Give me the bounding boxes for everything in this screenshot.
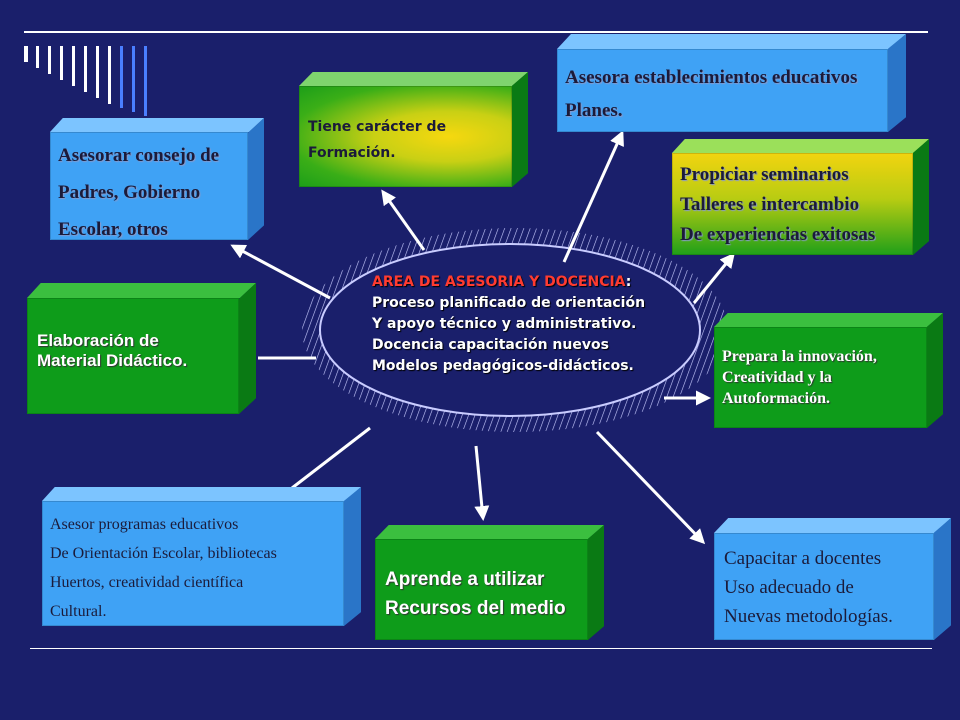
establecimientos-text: Asesora establecimientos educativos Plan… — [565, 61, 857, 127]
material-text: Elaboración de Material Didáctico. — [37, 331, 187, 371]
consejo-line: Padres, Gobierno — [58, 182, 201, 203]
docentes-text: Capacitar a docentes Uso adecuado de Nue… — [724, 544, 893, 631]
programas-line: Huertos, creatividad científica — [50, 574, 244, 591]
recursos-line: Recursos del medio — [385, 598, 566, 619]
top-rule — [24, 31, 928, 33]
consejo-line: Asesorar consejo de — [58, 145, 220, 166]
bottom-rule — [30, 648, 932, 649]
innovacion-line: Prepara la innovación, — [722, 348, 877, 365]
line-to-programas — [291, 426, 371, 490]
establecimientos-line: Asesora establecimientos educativos — [565, 67, 858, 88]
arrow-to-recursos — [474, 445, 490, 521]
docentes-line: Capacitar a docentes — [724, 548, 882, 569]
seminarios-line: De experiencias exitosas — [680, 224, 876, 245]
box-asesora-establecimientos — [557, 34, 906, 132]
center-line: Y apoyo técnico y administrativo. — [372, 316, 637, 332]
caracter-line: Tiene carácter de — [308, 119, 447, 135]
arrow-to-caracter — [381, 189, 426, 251]
recursos-text: Aprende a utilizar Recursos del medio — [385, 565, 566, 623]
arrow-to-consejo — [230, 244, 331, 300]
arrow-to-establecimientos — [562, 130, 624, 263]
recursos-line: Aprende a utilizar — [385, 569, 545, 590]
center-line: Proceso planificado de orientación — [372, 295, 646, 311]
box-aprende-recursos — [375, 525, 604, 640]
box-asesor-programas — [42, 487, 361, 626]
caracter-text: Tiene carácter de Formación. — [308, 114, 446, 166]
programas-line: Asesor programas educativos — [50, 516, 239, 533]
center-title-line: AREA DE ASESORIA Y DOCENCIA: — [372, 274, 632, 290]
consejo-line: Escolar, otros — [58, 219, 168, 240]
box-propiciar-seminarios — [672, 139, 929, 255]
material-line: Elaboración de — [37, 331, 159, 350]
box-caracter-formacion — [299, 72, 528, 187]
center-line: Modelos pedagógicos-didácticos. — [372, 358, 634, 374]
seminarios-line: Propiciar seminarios — [680, 164, 849, 185]
innovacion-line: Creatividad y la — [722, 369, 832, 386]
innovacion-text: Prepara la innovación, Creatividad y la … — [722, 346, 877, 409]
seminarios-line: Talleres e intercambio — [680, 194, 860, 215]
seminarios-text: Propiciar seminarios Talleres e intercam… — [680, 160, 875, 250]
arrow-to-docentes — [595, 430, 706, 545]
docentes-line: Nuevas metodologías. — [724, 606, 893, 627]
programas-line: Cultural. — [50, 603, 107, 620]
center-line: Docencia capacitación nuevos — [372, 337, 609, 353]
caracter-line: Formación. — [308, 145, 396, 161]
box-capacitar-docentes — [714, 518, 951, 640]
center-title: AREA DE ASESORIA Y DOCENCIA — [372, 274, 626, 290]
programas-line: De Orientación Escolar, bibliotecas — [50, 545, 277, 562]
programas-text: Asesor programas educativos De Orientaci… — [50, 510, 277, 626]
consejo-text: Asesorar consejo de Padres, Gobierno Esc… — [58, 137, 219, 248]
arrow-to-seminarios — [692, 252, 735, 304]
box-asesorar-consejo — [50, 118, 264, 240]
box-prepara-innovacion — [714, 313, 943, 428]
innovacion-line: Autoformación. — [722, 390, 830, 407]
center-description: AREA DE ASESORIA Y DOCENCIA: Proceso pla… — [372, 272, 702, 377]
docentes-line: Uso adecuado de — [724, 577, 854, 598]
box-elaboracion-material — [27, 283, 256, 414]
center-ellipse — [319, 243, 701, 417]
material-line: Material Didáctico. — [37, 351, 188, 370]
decorative-bars — [24, 46, 164, 116]
establecimientos-line: Planes. — [565, 100, 623, 121]
